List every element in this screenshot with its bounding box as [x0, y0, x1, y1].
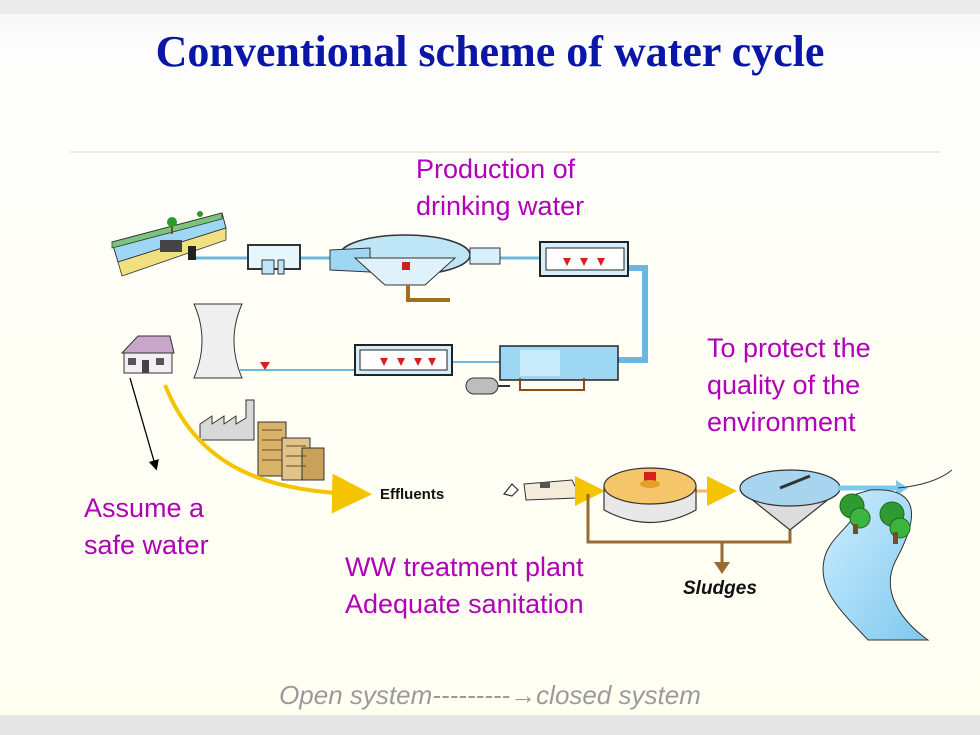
biological-tank-icon — [603, 467, 697, 523]
footer-caption: Open system---------→closed system — [279, 680, 701, 710]
assume-arrow — [129, 377, 159, 471]
filter-tank-lower-icon — [354, 344, 453, 376]
effluents-label: Effluents — [380, 486, 445, 503]
pretreatment-icon — [247, 244, 301, 275]
filter-tank-upper-icon — [539, 241, 629, 277]
buildings-icon — [257, 421, 325, 481]
ww-treatment-label: WW treatment plant Adequate sanitation — [345, 552, 584, 619]
slide-title: Conventional scheme of water cycle — [155, 27, 825, 76]
reservoir-icon — [111, 211, 227, 277]
effluent-arrow — [163, 384, 372, 514]
secondary-clarifier-icon — [739, 469, 841, 531]
clarifier-icon — [329, 234, 501, 302]
bottom-band — [0, 715, 980, 735]
return-pipe — [618, 265, 648, 363]
cooling-tower-icon — [193, 303, 243, 379]
factory-icon — [199, 399, 255, 441]
house-icon — [120, 335, 175, 374]
pump-icon — [465, 377, 510, 395]
grit-chamber-icon — [523, 479, 577, 501]
assume-label: Assume a safe water — [84, 493, 209, 560]
screen-icon — [502, 483, 519, 497]
protect-label: To protect the quality of the environmen… — [707, 333, 871, 437]
production-label: Production of drinking water — [416, 154, 585, 221]
tree-icon — [839, 493, 911, 544]
top-band — [0, 0, 980, 14]
storage-tank-icon — [499, 345, 619, 391]
sludge-line — [586, 494, 792, 544]
sludges-label: Sludges — [683, 578, 757, 599]
river-icon — [822, 489, 930, 641]
